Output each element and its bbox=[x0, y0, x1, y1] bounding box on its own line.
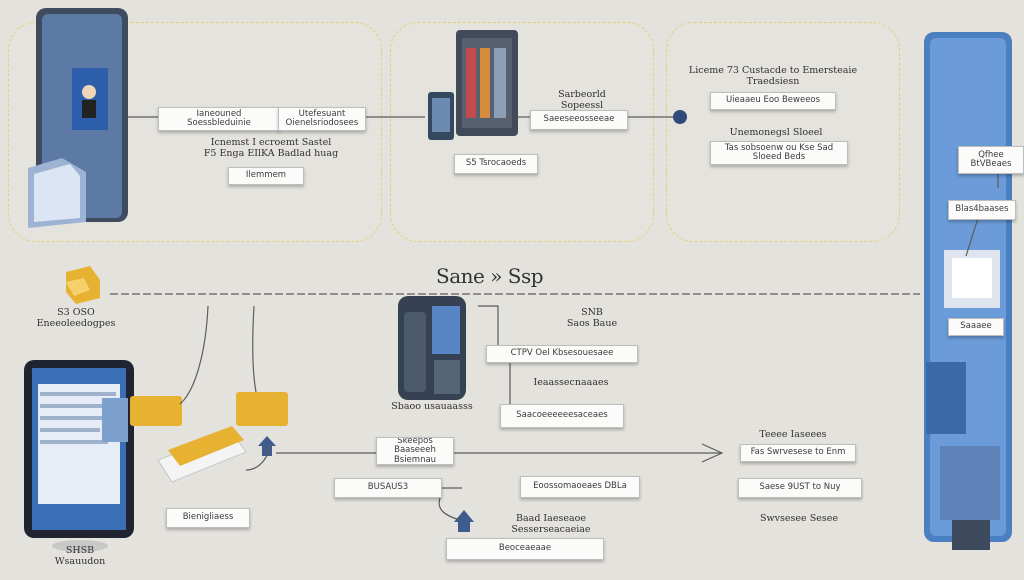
upload-arrow-icon-2 bbox=[454, 510, 474, 532]
top-left-box-1: Ianeouned Soessbleduinie bbox=[158, 107, 280, 131]
bottom-right-box-2: Saese 9UST to Nuy bbox=[738, 478, 862, 498]
top-left-box-3: Ilemmem bbox=[228, 167, 304, 185]
center-box-1: CTPV Oel Kbsesouesaee bbox=[486, 345, 638, 363]
zone-top-right bbox=[666, 22, 900, 242]
center-box-4: BUSAUS3 bbox=[334, 478, 442, 498]
documents-stack-icon bbox=[157, 426, 247, 483]
top-left-caption: Icnemst I ecroemt Sastel F5 Enga EIlKA B… bbox=[203, 137, 339, 159]
right-box-2: Blas4baases bbox=[948, 200, 1016, 220]
top-middle-box-1: Saeeseeosseeae bbox=[530, 110, 628, 130]
tower-computer-icon bbox=[924, 32, 1012, 550]
top-middle-box-2: S5 Tsrocaoeds bbox=[454, 154, 538, 174]
center-box-2: Saacoeeeeeesaceaes bbox=[500, 404, 624, 428]
bottom-right-caption-1: Teeee Iaseees bbox=[759, 429, 827, 440]
connector-lines bbox=[110, 116, 999, 521]
mobile-phone-icon bbox=[28, 8, 128, 228]
gold-cubes-icon bbox=[66, 266, 100, 304]
center-caption-2: Ieaassecnaaaes bbox=[533, 377, 609, 388]
server-rack-icon bbox=[428, 30, 518, 140]
desk-phone-icon bbox=[398, 296, 466, 400]
folder-icon bbox=[130, 396, 182, 426]
monitor-icon bbox=[24, 360, 134, 552]
left-box-1: Bienigliaess bbox=[166, 508, 250, 528]
left-caption-1: S3 OSO Eneeoleedogpes bbox=[36, 307, 116, 329]
top-left-box-2: Utefesuant Oienelsriodosees bbox=[278, 107, 366, 131]
center-caption-1: SNB Saos Baue bbox=[566, 307, 618, 329]
left-caption-2: SHSB Wsauudon bbox=[54, 545, 106, 567]
right-box-1: Qfhee BtVBeaes bbox=[958, 146, 1024, 174]
upload-arrow-icon bbox=[258, 436, 276, 456]
center-caption-4: Baad Iaeseaoe Sesserseacaeiae bbox=[511, 513, 591, 535]
top-right-caption-2: Unemonegsl Sloeel bbox=[729, 127, 823, 138]
center-caption-3: Sbaoo usauaasss bbox=[391, 401, 473, 412]
diagram-title: Sane » Ssp bbox=[436, 264, 544, 288]
folder-icon-2 bbox=[236, 392, 288, 426]
right-box-3: Saaaee bbox=[948, 318, 1004, 336]
connector-dot-icon bbox=[673, 110, 687, 124]
top-right-caption-1: Liceme 73 Custacde to Emersteaie Traedsi… bbox=[688, 65, 858, 87]
center-box-5: Eoossomaoeaes DBLa bbox=[520, 476, 640, 498]
center-box-6: Beoceaeaae bbox=[446, 538, 604, 560]
bottom-right-box-1: Fas Swrvesese to Enm bbox=[740, 444, 856, 462]
bottom-right-caption-2: Swvsesee Sesee bbox=[760, 513, 838, 524]
top-right-box-1: Uieaaeu Eoo Beweeos bbox=[710, 92, 836, 110]
top-middle-caption: Sarbeorld Sopeessl bbox=[558, 89, 606, 111]
center-box-3: Skeepos Baaseeeh Bsiemnau bbox=[376, 437, 454, 465]
top-right-box-2: Tas sobsoenw ou Kse Sad Sloeed Beds bbox=[710, 141, 848, 165]
